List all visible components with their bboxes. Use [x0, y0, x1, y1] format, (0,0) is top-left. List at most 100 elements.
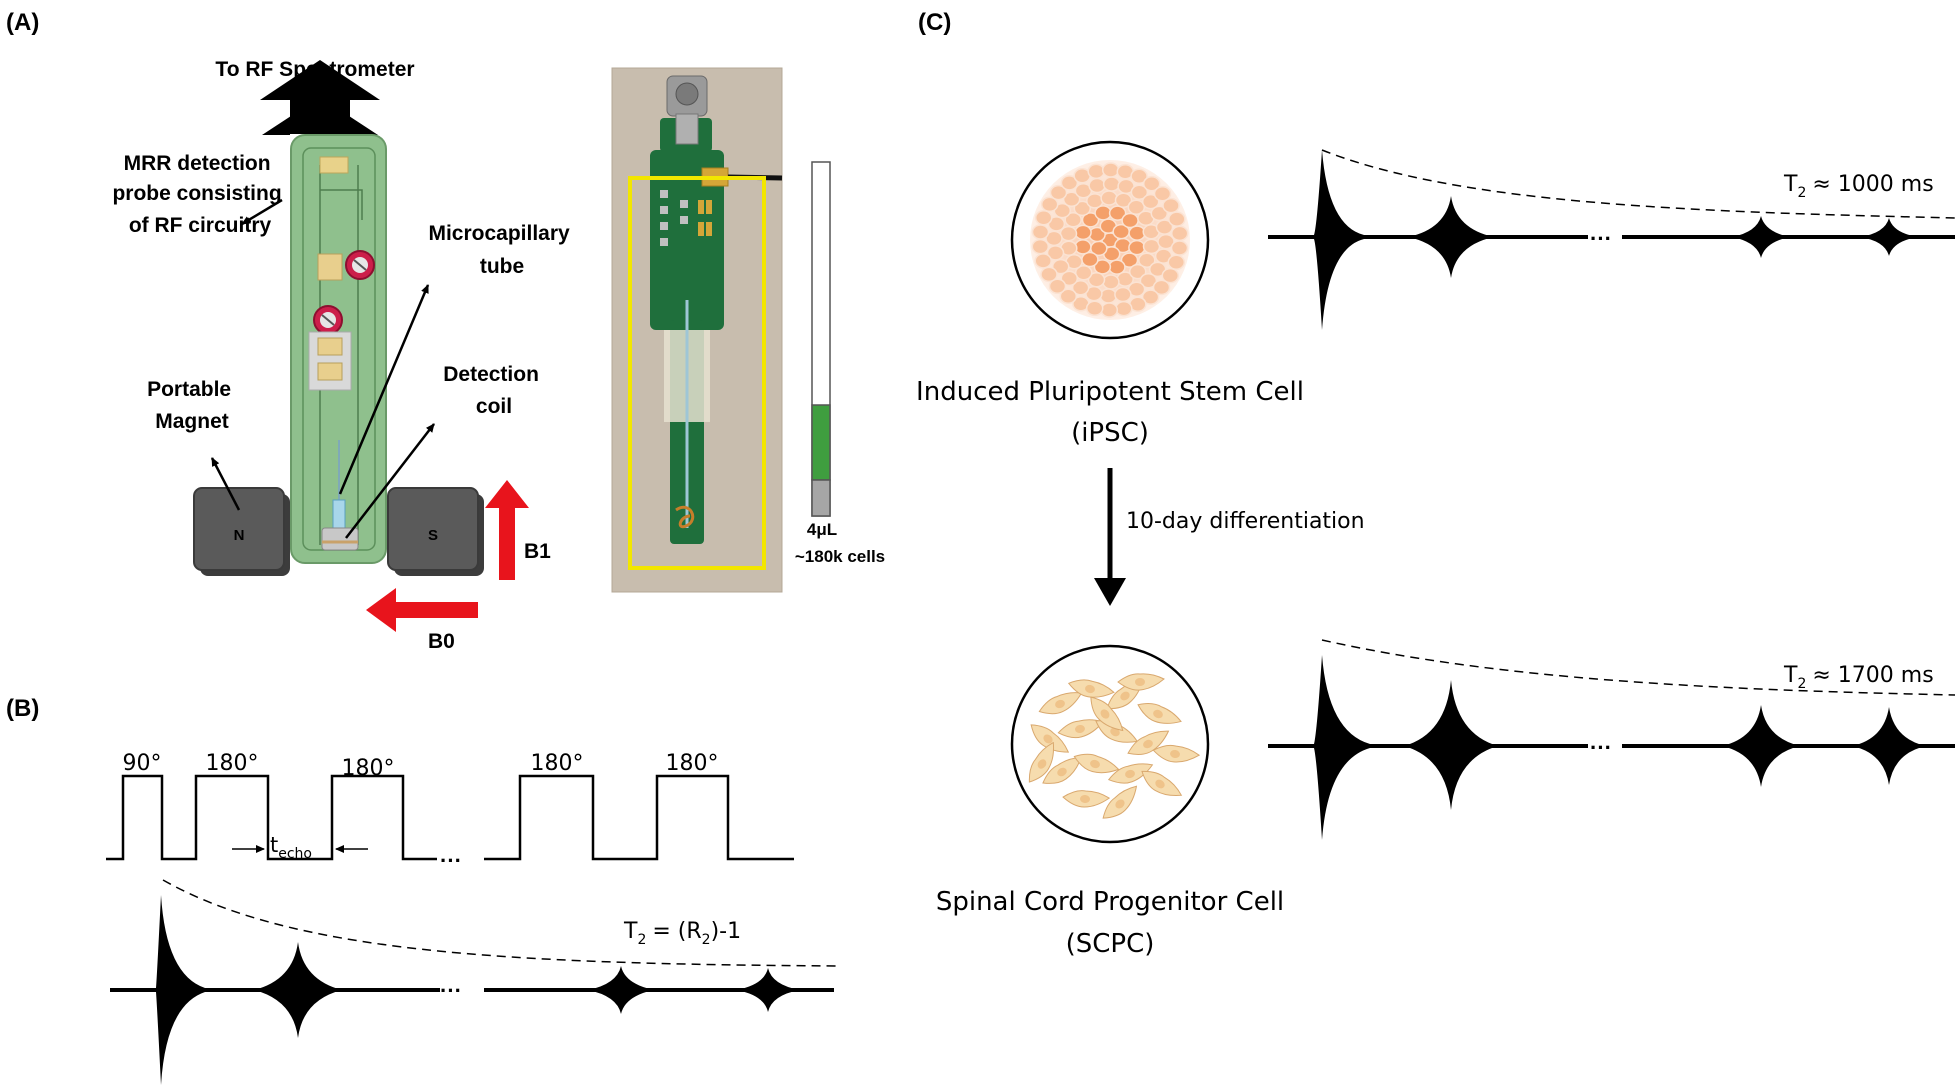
ipsc-cell-31	[1127, 199, 1146, 215]
scpc-cell-14	[1102, 785, 1138, 819]
ipsc-cell-10	[1081, 251, 1099, 268]
pulse-180-label-2: 180°	[342, 756, 395, 781]
ipsc-cell-90	[1085, 300, 1104, 317]
echo-2	[588, 966, 654, 1014]
probe-capacitor-3	[317, 362, 343, 381]
pulse-sequence-line	[106, 774, 437, 861]
sample-cells-label: ~180k cells	[795, 547, 885, 566]
tuning-capacitor-1	[345, 250, 375, 280]
ipsc-cell-80	[1168, 211, 1186, 227]
scpc-cell-1	[1067, 679, 1115, 698]
echo-ellipsis: ···	[440, 978, 462, 1003]
scpc-cell-17	[1028, 741, 1055, 783]
portable-magnet-label-line-2: Magnet	[155, 410, 229, 433]
ipsc-cell-12	[1074, 224, 1092, 241]
ipsc-cell-52	[1141, 193, 1160, 210]
ipsc-cell-35	[1138, 252, 1156, 268]
ipsc-cell-46	[1062, 191, 1081, 208]
scpc-cell-4	[1030, 724, 1070, 753]
ipsc-cell-70	[1049, 184, 1068, 201]
ipsc-cell-78	[1153, 185, 1172, 202]
t2-relation-main: T	[623, 919, 638, 944]
ipsc-cell-66	[1031, 238, 1050, 255]
scpc-cell-10	[1073, 753, 1120, 774]
ipsc-ellipsis: ···	[1590, 226, 1612, 251]
ipsc-cell-49	[1102, 176, 1121, 192]
ipsc-t2-label: T2≈ 1000 ms	[1783, 172, 1934, 201]
panel-a: (A) To RF Spectrometer	[6, 9, 885, 653]
ipsc-cell-27	[1073, 200, 1092, 217]
ipsc-cell-82	[1170, 240, 1189, 256]
panel-a-letter: (A)	[6, 9, 39, 36]
microcapillary-pointer-arrow	[338, 284, 430, 495]
probe-trace-top	[320, 189, 363, 220]
ipsc-cell-7	[1120, 252, 1139, 268]
ipsc-cell-83	[1167, 254, 1186, 271]
ipsc-cell-89	[1100, 302, 1119, 318]
scpc-echo-3	[1852, 707, 1926, 785]
probe-label: MRR detection probe consisting of RF cir…	[112, 152, 287, 237]
portable-magnet-label-line-1: Portable	[147, 378, 231, 401]
ipsc-cell-76	[1130, 168, 1148, 185]
magnet-pointer-arrow	[210, 457, 241, 511]
north-pole-label: N	[234, 527, 245, 544]
ipsc-cell-81	[1170, 225, 1189, 242]
pulse-180-label-3: 180°	[531, 751, 584, 776]
t-echo-main: t	[270, 833, 278, 857]
ipsc-cell-68	[1034, 209, 1053, 226]
scpc-cell-13	[1062, 790, 1111, 808]
magnet-south: S	[387, 487, 484, 576]
scpc-cell-cluster	[1028, 673, 1201, 819]
sample-volume-label: 4μL	[807, 520, 837, 539]
ipsc-cell-64	[1040, 266, 1058, 283]
t2-relation-sub: 2	[637, 932, 646, 948]
ipsc-echo-1	[1408, 196, 1494, 278]
portable-magnet-label: Portable Magnet	[147, 378, 237, 433]
microcapillary-label-line-1: Microcapillary	[428, 222, 570, 245]
scpc-cell-11	[1107, 763, 1154, 784]
scpc-envelope-dashed	[1321, 639, 1956, 696]
differentiation-arrow-head	[1094, 578, 1126, 606]
detection-coil-label-line-1: Detection	[443, 363, 539, 386]
pulse-180-label-4: 180°	[666, 751, 719, 776]
probe-capacitor-1	[317, 253, 343, 281]
sample-bar-green	[811, 404, 831, 481]
pulse-ellipsis: ···	[440, 848, 462, 873]
ipsc-cell-53	[1150, 205, 1169, 222]
ipsc-cell-16	[1121, 212, 1139, 229]
sample-bar-grey	[811, 479, 831, 517]
pulse-180-label-1: 180°	[206, 751, 259, 776]
scpc-t2-main: T	[1783, 663, 1798, 688]
ipsc-cell-43	[1045, 230, 1063, 247]
probe-label-line-1: MRR detection	[124, 152, 271, 175]
scpc-t2-sub: 2	[1797, 676, 1806, 692]
ipsc-name: Induced Pluripotent Stem Cell	[916, 377, 1304, 407]
b0-label: B0	[428, 630, 455, 653]
ipsc-cell-60	[1114, 286, 1132, 303]
t-echo-label: techo	[270, 833, 312, 862]
ipsc-cell-77	[1142, 176, 1161, 192]
ipsc-echo-2	[1732, 216, 1790, 258]
microcapillary-label-line-2: tube	[480, 255, 524, 278]
r2-rest: )-1	[711, 919, 742, 944]
ipsc-t2-sub: 2	[1797, 185, 1806, 201]
probe-connector	[319, 156, 349, 174]
ipsc-cell-18	[1128, 239, 1146, 256]
probe-photo	[611, 67, 783, 593]
ipsc-cell-26	[1064, 212, 1082, 228]
ipsc-cell-cluster	[1030, 160, 1190, 320]
scpc-cell-12	[1141, 770, 1183, 797]
ipsc-cell-51	[1130, 184, 1149, 201]
ipsc-cell-67	[1031, 224, 1050, 240]
fid-signal	[156, 895, 205, 1085]
panel-c-letter: (C)	[918, 9, 951, 36]
scpc-cell-8	[1152, 744, 1201, 763]
probe-label-line-2: probe consisting	[112, 182, 281, 205]
scpc-echo-train: ··· T2≈ 1700 ms	[1268, 639, 1956, 840]
coil-pointer-arrow	[345, 423, 435, 539]
b1-arrow	[485, 480, 529, 580]
ipsc-cell-36	[1128, 263, 1147, 280]
ipsc-cell-63	[1048, 278, 1067, 295]
ipsc-cell-55	[1157, 233, 1175, 250]
scpc-name: Spinal Cord Progenitor Cell	[936, 887, 1284, 917]
